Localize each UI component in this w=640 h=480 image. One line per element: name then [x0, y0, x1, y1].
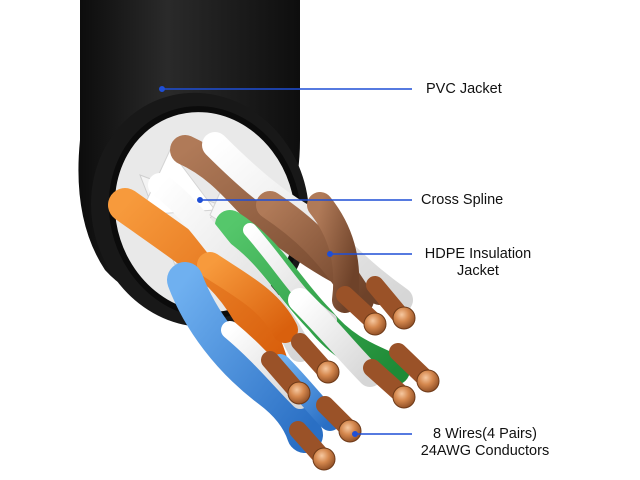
conductor-1 [366, 276, 416, 330]
cross-spline-label: Cross Spline [421, 192, 503, 209]
wires-conductors-label-line-2: 24AWG Conductors [420, 443, 550, 459]
pvc-jacket-label: PVC Jacket [426, 81, 502, 98]
pvc-jacket-label-line-1: PVC Jacket [426, 81, 502, 97]
conductor-5 [291, 333, 340, 384]
conductor-8 [289, 421, 336, 471]
wires-callout-line [351, 430, 412, 437]
conductor-6 [261, 351, 311, 405]
hdpe-callout-line [326, 251, 412, 258]
copper-conductors [261, 276, 440, 471]
hdpe-insulation-label-line-1: HDPE Insulation [424, 246, 532, 262]
conductor-3 [389, 343, 440, 393]
spline-callout-line [197, 197, 412, 204]
pvc-callout-line [159, 86, 412, 93]
callout-lines [159, 86, 412, 437]
conductor-2 [336, 286, 387, 336]
wires-conductors-label: 8 Wires(4 Pairs) 24AWG Conductors [415, 426, 555, 460]
conductor-4 [363, 359, 416, 409]
brown-wire-pair [170, 132, 413, 314]
wires-conductors-label-line-1: 8 Wires(4 Pairs) [433, 426, 537, 442]
hdpe-insulation-label-line-2: Jacket [457, 263, 499, 279]
hdpe-insulation-label: HDPE Insulation Jacket [419, 246, 537, 280]
orange-wire-pair [108, 173, 312, 377]
cross-spline-label-line-1: Cross Spline [421, 192, 504, 208]
